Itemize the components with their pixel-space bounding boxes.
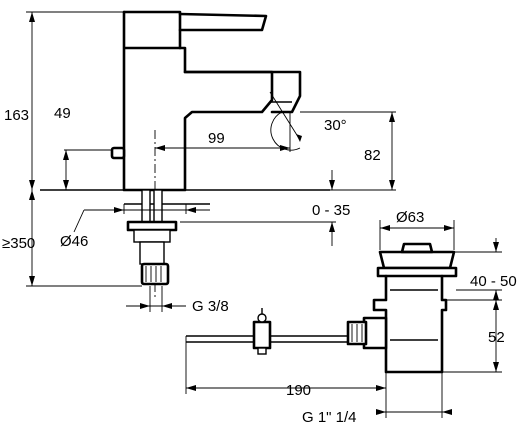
label-deck-thickness: 0 - 35: [312, 202, 350, 219]
label-waste-diameter: Ø63: [396, 209, 424, 226]
faucet-body: [110, 10, 302, 192]
label-lever-height: 49: [54, 105, 71, 122]
shank-assembly: [40, 189, 330, 286]
label-waste-height: 52: [488, 329, 505, 346]
label-plug-lift: 40 - 50: [470, 273, 517, 290]
waste-assembly: [185, 242, 458, 374]
dimension-lines: [26, 11, 502, 418]
label-angle: 30°: [324, 117, 347, 134]
label-rod-length: 190: [286, 382, 311, 399]
label-hose-length: ≥350: [2, 235, 35, 252]
label-spout-reach: 99: [208, 130, 225, 147]
label-connection: G 3/8: [192, 298, 229, 315]
label-hole-diameter: Ø46: [60, 233, 88, 250]
label-spout-height: 82: [364, 147, 381, 164]
label-waste-thread: G 1" 1/4: [302, 409, 357, 426]
label-height-total: 163: [4, 107, 29, 124]
